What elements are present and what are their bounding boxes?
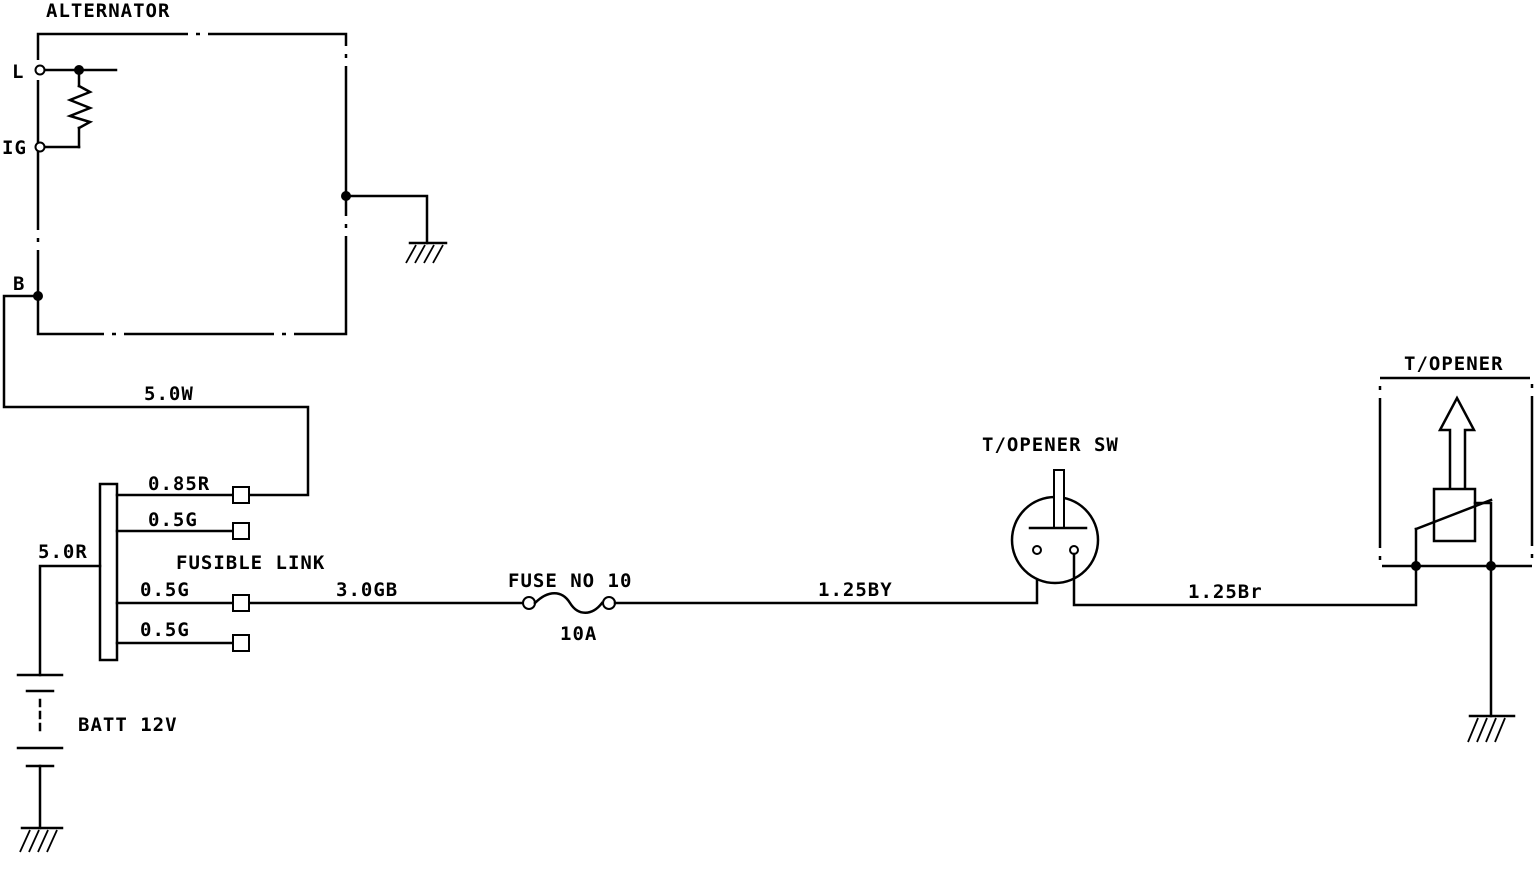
trunk-opener (1378, 376, 1534, 743)
ground-icon (19, 826, 64, 853)
wire-0-5g-label-1: 0.5G (148, 509, 198, 531)
wire-1-25br-label: 1.25Br (1188, 581, 1263, 603)
fusible-link (98, 482, 250, 662)
wire-5-0w (2, 294, 310, 497)
switch-label: T/OPENER SW (982, 434, 1119, 456)
wire-1-25by-label: 1.25BY (818, 579, 893, 601)
battery (16, 673, 64, 853)
alternator-label: ALTERNATOR (46, 0, 170, 22)
wire-5-0w-label: 5.0W (144, 383, 194, 405)
alternator-ig-terminal (34, 141, 46, 153)
fuse (522, 592, 616, 614)
alternator (33, 32, 448, 336)
wire-0-85r-label: 0.85R (148, 473, 210, 495)
terminal-ig-label: IG (2, 137, 27, 159)
wire-5-0r (38, 564, 102, 677)
wire-0-5g-label-3: 0.5G (140, 619, 190, 641)
ground-icon (405, 241, 448, 264)
fuse-rating: 10A (560, 623, 597, 645)
wire-3-0gb-label: 3.0GB (336, 579, 398, 601)
terminal-b-label: B (13, 273, 25, 295)
alternator-l-terminal (34, 64, 46, 76)
fuse-label: FUSE NO 10 (508, 570, 632, 592)
opener-label: T/OPENER (1404, 353, 1504, 375)
wire-0-5g-label-2: 0.5G (140, 579, 190, 601)
terminal-l-label: L (12, 61, 24, 83)
opener-switch (1010, 469, 1100, 585)
ground-icon (1467, 714, 1516, 743)
fusible-link-label: FUSIBLE LINK (176, 552, 325, 574)
wire-5-0r-label: 5.0R (38, 541, 88, 563)
battery-label: BATT 12V (78, 714, 178, 736)
wire-1-25br (1072, 552, 1418, 607)
